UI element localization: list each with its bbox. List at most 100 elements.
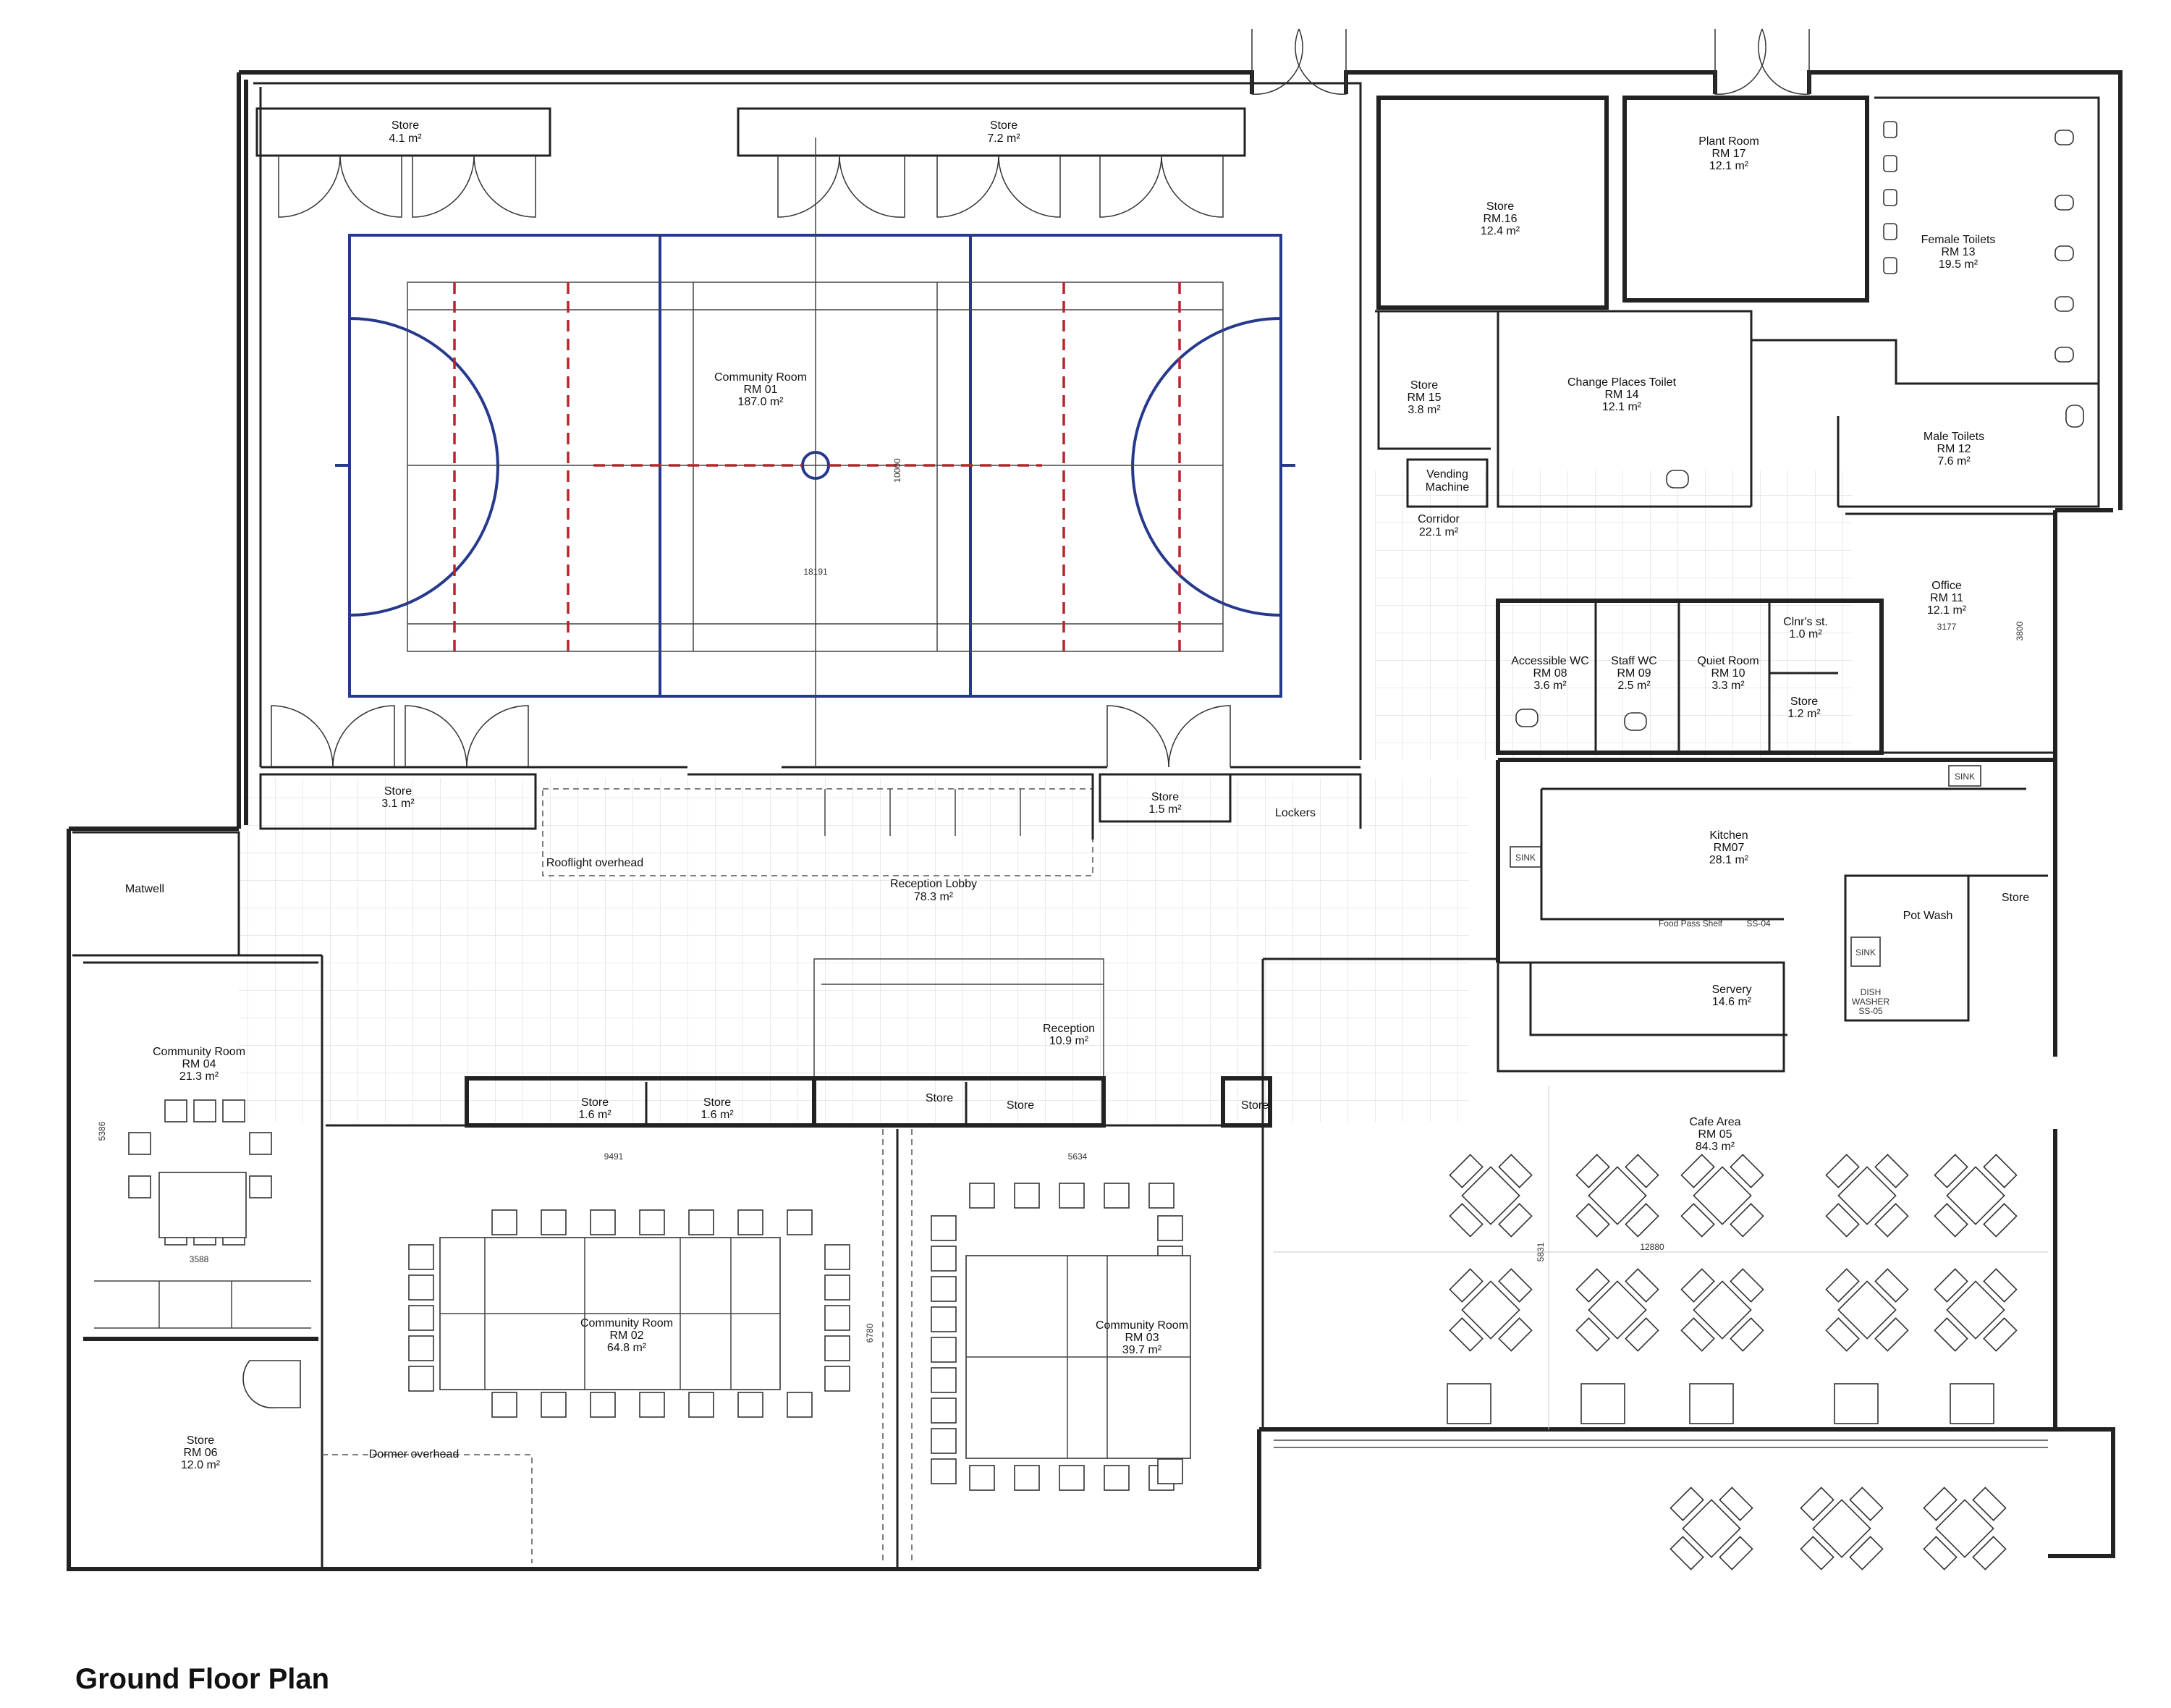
chair [1014, 1465, 1040, 1491]
chair [824, 1366, 850, 1392]
chair [408, 1274, 434, 1301]
cafe-rm: RM 05 [1698, 1128, 1732, 1141]
chair [491, 1209, 517, 1235]
chair [931, 1306, 957, 1332]
store-plain2: Store [1007, 1099, 1034, 1112]
cafe-tables [1447, 1154, 2018, 1570]
plant17-area: 12.1 m² [1709, 160, 1749, 172]
dimension-labels: 10000 18191 3177 3800 9491 5634 5386 358… [97, 458, 2025, 1343]
lockers-label: Lockers [1275, 807, 1316, 819]
chair [931, 1276, 957, 1302]
chair [1014, 1183, 1040, 1209]
dim-3177: 3177 [1937, 622, 1957, 632]
chair [541, 1209, 567, 1235]
rm01-area: 187.0 m² [737, 396, 784, 408]
store-plain3: Store [1241, 1099, 1269, 1112]
chair [222, 1099, 245, 1123]
chair [931, 1367, 957, 1393]
room-labels: Store 4.1 m² Store 7.2 m² Community Room… [125, 119, 2029, 1471]
clnr-area: 1.0 m² [1789, 628, 1822, 640]
matwell-label: Matwell [125, 883, 164, 895]
chair [491, 1392, 517, 1418]
cafe-table [1923, 1487, 2007, 1570]
rm01-rm: RM 01 [743, 384, 777, 396]
female13-name: Female Toilets [1921, 234, 1996, 246]
chair [824, 1305, 850, 1331]
store06-area: 12.0 m² [181, 1459, 221, 1471]
cafe-table-rect [1834, 1383, 1879, 1424]
chair [688, 1392, 714, 1418]
chair [639, 1392, 665, 1418]
chair [969, 1183, 995, 1209]
staff09-area: 2.5 m² [1617, 680, 1651, 692]
rm03-rm: RM 03 [1125, 1332, 1159, 1344]
male12-rm: RM 12 [1937, 443, 1971, 455]
store06-name: Store [187, 1434, 214, 1447]
rm04-name: Community Room [153, 1046, 245, 1058]
store15b-area: 1.5 m² [1148, 803, 1182, 816]
plan-title: Ground Floor Plan [75, 1663, 330, 1695]
fixture-labels: SINK SINK SINK Food Pass Shelf SS-04 DIS… [1510, 765, 1981, 1016]
chair [931, 1398, 957, 1424]
court-doors [271, 28, 1810, 768]
chair [128, 1175, 151, 1198]
dim-6780: 6780 [865, 1323, 875, 1343]
changing14-name: Change Places Toilet [1567, 376, 1677, 389]
office11-rm: RM 11 [1930, 592, 1963, 604]
rm01-name: Community Room [714, 371, 807, 384]
cafe-table [1575, 1154, 1659, 1238]
community-room-01-walls [253, 82, 1362, 830]
dormer-label: Dormer overhead [369, 1448, 460, 1460]
store16-area: 12.4 m² [1481, 225, 1520, 237]
rm02-rm: RM 02 [609, 1329, 643, 1342]
changing14-rm: RM 14 [1604, 389, 1638, 401]
table-rm04 [158, 1172, 247, 1238]
dim-9491: 9491 [604, 1151, 624, 1162]
chair [408, 1366, 434, 1392]
chair [1148, 1183, 1175, 1209]
clnr-name: Clnr's st. [1783, 616, 1828, 628]
dim-12880: 12880 [1640, 1242, 1664, 1252]
east-rooms-walls [322, 1124, 1263, 1569]
kitchen-rm: RM07 [1714, 842, 1745, 854]
chair [931, 1428, 957, 1454]
cafe-table [1575, 1268, 1659, 1352]
toilet-fixtures [1515, 121, 2084, 731]
cafe-area: 84.3 m² [1696, 1141, 1735, 1153]
corridor-area: 22.1 m² [1419, 526, 1459, 538]
chair [787, 1209, 813, 1235]
chair [969, 1465, 995, 1491]
cafe-table [1934, 1154, 2018, 1238]
store16-rm: RM.16 [1483, 213, 1517, 225]
cafe-table [1934, 1268, 2018, 1352]
lobby-name: Reception Lobby [890, 878, 977, 890]
chair [1059, 1183, 1085, 1209]
corridor-name: Corridor [1418, 513, 1460, 525]
cafe-table [1449, 1268, 1533, 1352]
quiet10-area: 3.3 m² [1711, 680, 1745, 692]
store-right-label: Store [2002, 892, 2029, 904]
sink-top: SINK [1955, 771, 1975, 782]
sports-court [335, 138, 1295, 767]
store06-rm: RM 06 [183, 1447, 217, 1459]
dim-18191: 18191 [803, 567, 828, 577]
store-top-left-area: 4.1 m² [389, 132, 422, 145]
chair [164, 1099, 187, 1123]
reception-name: Reception [1043, 1023, 1095, 1035]
chair [824, 1335, 850, 1361]
chair [541, 1392, 567, 1418]
cafe-table [1800, 1487, 1884, 1570]
dim-3588: 3588 [190, 1254, 209, 1264]
store-top-mid-area: 7.2 m² [987, 132, 1020, 145]
ss04-label: SS-04 [1746, 918, 1771, 929]
service-block-walls [1375, 96, 2100, 1073]
servery-name: Servery [1711, 984, 1751, 996]
food-pass-label: Food Pass Shelf [1659, 918, 1723, 929]
chair [931, 1246, 957, 1272]
store31-area: 3.1 m² [381, 798, 415, 810]
store16b-name: Store [703, 1096, 731, 1109]
changing14-area: 12.1 m² [1602, 401, 1642, 413]
chair [408, 1244, 434, 1270]
chair [824, 1244, 850, 1270]
